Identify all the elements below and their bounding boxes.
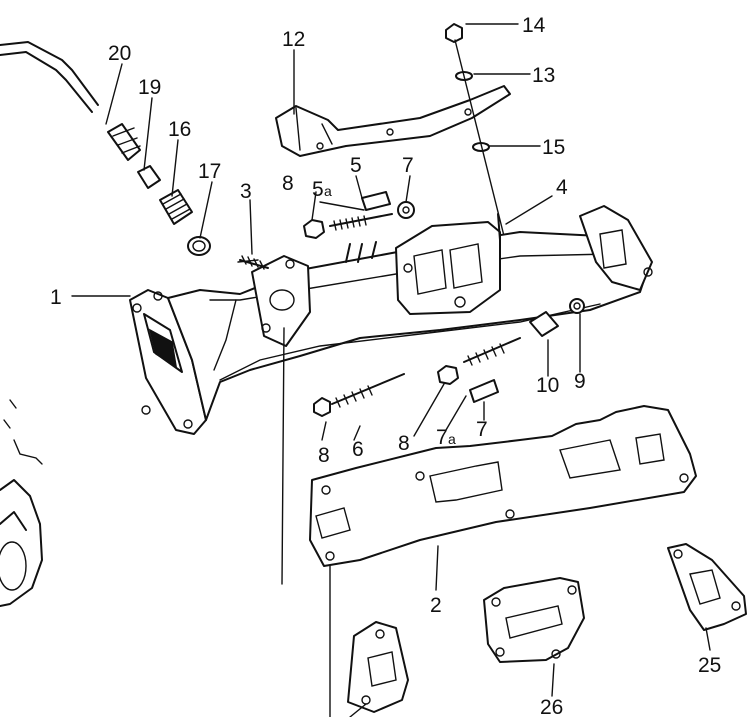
part-8-nut-right <box>437 365 459 385</box>
part-16-adaptor <box>159 189 193 225</box>
part-7-stud-lower <box>469 379 499 403</box>
part-8-nut-upper <box>303 219 325 239</box>
callout-10: 10 <box>536 374 559 397</box>
part-5-stud <box>361 191 391 211</box>
part-1-exhaust-manifold <box>129 205 653 435</box>
callout-7-upper: 7 <box>402 154 414 177</box>
callout-19: 19 <box>138 76 161 99</box>
part-2-manifold-gasket <box>309 405 697 567</box>
part-3-stud <box>239 255 269 270</box>
part-26-gasket <box>483 577 585 663</box>
callout-6: 6 <box>352 438 364 461</box>
callout-5a: 5 <box>312 178 324 201</box>
callout-15: 15 <box>542 136 565 159</box>
callout-17: 17 <box>198 160 221 183</box>
callout-7-lower: 7 <box>476 418 488 441</box>
callout-20: 20 <box>108 42 131 65</box>
callout-labels: 1 2 3 4 5 5 a 6 7 7 7 a 8 8 8 9 10 12 13… <box>50 14 721 717</box>
part-7-washer-upper <box>397 201 415 219</box>
alignment-line-left <box>281 327 285 585</box>
callout-7a-suffix: a <box>448 431 456 447</box>
part-19-ferrule <box>137 165 161 189</box>
callout-5: 5 <box>350 154 362 177</box>
part-7a-stud <box>463 337 521 366</box>
callout-8-left: 8 <box>318 444 330 467</box>
assembly-guide-line <box>454 39 506 241</box>
callout-26: 26 <box>540 696 563 717</box>
part-14-nut <box>445 23 463 43</box>
part-17-gasket-ring <box>187 236 211 256</box>
turbocharger-edge <box>0 399 43 607</box>
leader-lines <box>71 23 711 717</box>
part-12-heat-shield <box>275 85 511 157</box>
part-25-gasket <box>667 543 747 631</box>
callout-8-upper: 8 <box>282 172 294 195</box>
callout-4: 4 <box>556 176 568 199</box>
callout-8-right: 8 <box>398 432 410 455</box>
callout-9: 9 <box>574 370 586 393</box>
callout-1: 1 <box>50 286 62 309</box>
part-5a-stud <box>329 213 393 231</box>
part-10-spacer <box>529 311 559 337</box>
callout-12: 12 <box>282 28 305 51</box>
part-27-gasket <box>347 621 409 713</box>
callout-16: 16 <box>168 118 191 141</box>
callout-7a: 7 <box>436 426 448 449</box>
callout-13: 13 <box>532 64 555 87</box>
callout-3: 3 <box>240 180 252 203</box>
callout-14: 14 <box>522 14 546 37</box>
callout-25: 25 <box>698 654 721 677</box>
callout-2: 2 <box>430 594 442 617</box>
callout-5a-suffix: a <box>324 183 332 199</box>
part-6-stud <box>331 373 405 408</box>
part-9-washer <box>569 298 585 314</box>
part-8-nut-left <box>313 397 331 417</box>
egr-pipe <box>0 41 99 113</box>
part-20-union-nut <box>107 123 141 161</box>
